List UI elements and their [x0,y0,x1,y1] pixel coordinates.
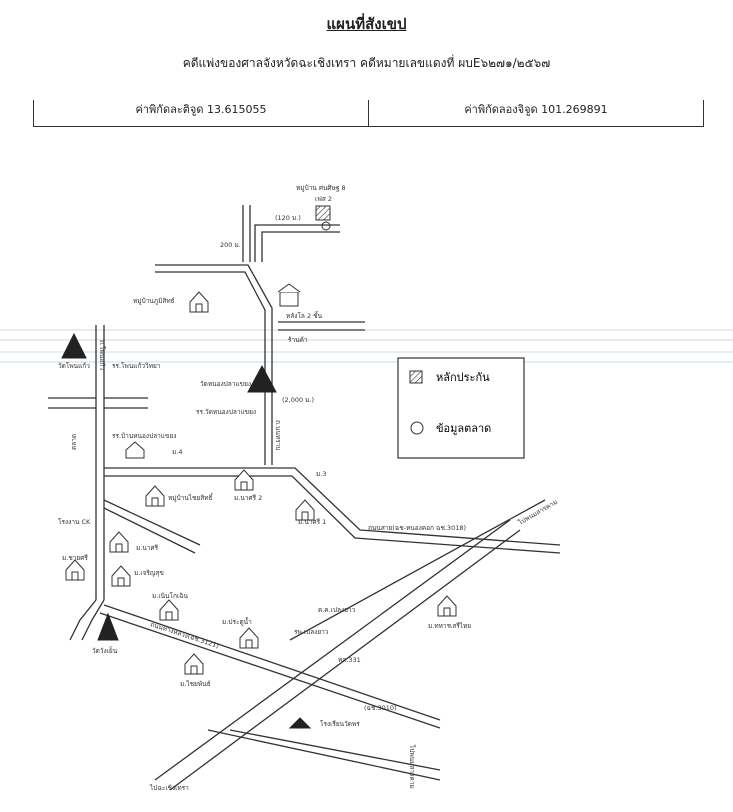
label-highway: ทล.331 [338,656,361,664]
temples [61,332,312,729]
label-market-box: ตลาด [70,434,78,450]
road-diag-small [103,499,201,546]
page-title: แผนที่สังเขป [326,15,407,33]
label-dist-120: (120 ม.) [275,214,301,222]
label-road-side: ถ.โพนแก้ว [98,340,106,370]
label-lotus: หลังโล 2 ชั้น [286,311,323,320]
label-phase: เฟส 2 [315,195,332,203]
label-road-bottom-left: ไปฉะเชิงเทรา [149,784,189,792]
scan-lines [0,329,733,363]
road-diag-main [69,599,97,641]
road-3121-2 [99,612,441,729]
label-village-nasri2: ม.นาศรี 1 [298,518,326,526]
house-icon [239,627,259,649]
house-icon [184,653,204,675]
label-village-nasri3: ม.นาศรี [136,544,159,552]
label-factory: โรงงาน CK [58,518,91,526]
house-icon [109,531,129,553]
label-road-mid: ถ.นนทราบ [274,420,282,450]
house-icon [111,565,131,587]
road-3121 [103,604,441,721]
label-road-3010: (ฉช.3010) [364,704,397,712]
house-icon [277,283,301,307]
highway-331-2 [169,529,521,791]
label-village-phumisit: หมู่บ้านภูมิสิทธ์ [133,297,175,305]
roads [48,205,561,791]
temple-icon [97,612,119,641]
label-shop: ร้านค้า [288,336,308,344]
temple-icon [61,332,87,359]
road-mid-horizontal [104,467,561,546]
coordinates-box: ค่าพิกัดละติจูด 13.615055 ค่าพิกัดลองจิจ… [33,100,704,127]
road-top-branch-2 [261,231,340,262]
label-wat-right: โรงเรียนวัดพร [320,720,360,728]
road-top-branch [254,224,340,262]
label-hospital: รพ.เปลงยาว [294,628,329,636]
collateral-marker [315,205,331,221]
label-school-nongpla: รร.วัดหนองปลาแขยง [196,408,256,416]
label-village-top: หมู่บ้าน ศนศิษฐ 8 [296,184,346,192]
house-icon [189,291,209,313]
houses [65,283,457,675]
label-village-chaisri: ม.ชายศรี [62,554,88,562]
label-mu4: ม.4 [172,448,183,456]
house-icon [145,485,165,507]
label-wat-nongpla: วัดหนองปลาแขยง [200,380,251,388]
label-dist-2000: (2,000 ม.) [282,396,314,404]
label-wat-khaokaew: วัดโพนแก้ว [58,362,90,370]
label-village-noen: ม.เนินโกเฉิน [152,592,189,600]
house-icon [437,595,457,617]
legend-market-label: ข้อมูลตลาด [436,422,491,435]
legend-market-swatch [410,421,424,435]
label-road-main: ถนนสาย(ฉช-หนองคอก ฉช.3018) [368,524,466,532]
temple-icon [247,364,277,393]
case-subtitle: คดีแพ่งของศาลจังหวัดฉะเชิงเทรา คดีหมายเล… [182,56,551,70]
label-dist-200: 200 ม. [220,241,241,249]
road-3010-2 [229,729,441,771]
legend-collateral-swatch [409,370,423,384]
road-diag-main-2 [81,599,105,641]
latitude-label: ค่าพิกัดละติจูด 13.615055 [135,103,267,116]
label-village-charoen: ม.เจริญสุข [134,569,164,577]
label-police: ต.ค.เปลงยาว [318,606,356,614]
label-village-rim: ม.ทหารเสรีไทย [428,622,471,630]
road-3010 [207,729,441,781]
road-mid-horizontal-2 [104,475,561,554]
label-road-bottom-right: ไปพนมสารคาม [408,744,416,789]
road-diag-small-2 [103,507,196,554]
house-icon [234,469,254,491]
label-village-chai: หมู่บ้านไชยสิทธิ์ [168,493,214,502]
house-icon [159,599,179,621]
road-to-phanom [289,499,546,641]
label-village-pratuan: ม.ประตูน้ำ [222,617,252,626]
label-mu3: ม.3 [316,470,327,478]
legend-box [397,357,525,459]
legend-collateral-label: หลักประกัน [436,371,490,384]
label-village-nasri: ม.นาศรี 2 [234,494,262,502]
temple-icon [288,717,312,729]
house-icon [65,559,85,581]
label-road-diag: ถนนทางหลวง(ฉช.3121) [149,620,220,650]
house-icon [295,499,315,521]
house-icon [125,441,145,459]
label-wat-bottom: วัดวังเย็น [92,646,118,655]
label-school-khaokaew: รร.โพนแก้ววิทยา [112,362,161,370]
longitude-label: ค่าพิกัดลองจิจูด 101.269891 [368,100,703,126]
highway-331 [154,519,511,781]
label-school-nongpla2: รร.บ้านหนองปลาแขยง [112,432,176,440]
label-village-chai2: ม.ไชยพันธ์ [180,680,211,688]
market-marker-top [321,221,331,231]
